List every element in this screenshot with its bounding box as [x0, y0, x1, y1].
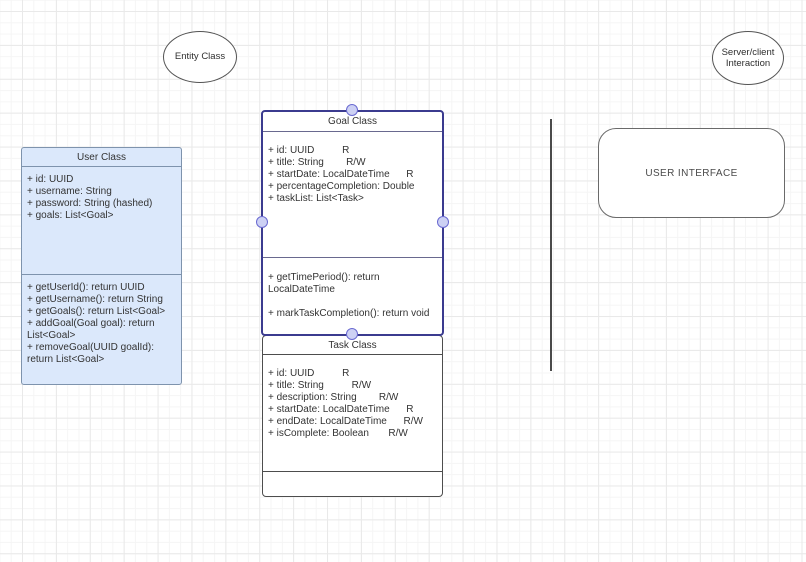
entity-class-ellipse[interactable]: Entity Class	[163, 31, 237, 83]
user-interface-box[interactable]: USER INTERFACE	[598, 128, 785, 218]
user-class-box[interactable]: User Class + id: UUID+ username: String+…	[21, 147, 182, 385]
member-line: + id: UUID R	[268, 368, 350, 379]
task-class-methods	[263, 472, 442, 496]
connection-handle-left[interactable]	[256, 216, 268, 228]
member-line: + id: UUID	[27, 174, 74, 185]
member-line: + isComplete: Boolean R/W	[268, 428, 408, 439]
goal-class-attributes: + id: UUID R+ title: String R/W+ startDa…	[263, 132, 442, 258]
connection-handle-right[interactable]	[437, 216, 449, 228]
member-line: + getTimePeriod(): return LocalDateTime	[268, 272, 383, 295]
task-class-title: Task Class	[263, 336, 442, 355]
entity-class-label: Entity Class	[174, 51, 226, 63]
goal-class-box[interactable]: Goal Class + id: UUID R+ title: String R…	[261, 110, 444, 336]
member-line: + goals: List<Goal>	[27, 210, 114, 221]
task-class-attributes: + id: UUID R+ title: String R/W+ descrip…	[263, 355, 442, 472]
user-interface-label: USER INTERFACE	[645, 167, 738, 179]
member-line: + description: String R/W	[268, 392, 399, 403]
server-client-ellipse[interactable]: Server/client Interaction	[712, 31, 784, 85]
user-class-methods: + getUserId(): return UUID+ getUsername(…	[22, 275, 181, 384]
member-line: + startDate: LocalDateTime R	[268, 169, 414, 180]
member-line	[268, 296, 438, 308]
user-class-title: User Class	[22, 148, 181, 167]
member-line: + addGoal(Goal goal): return List<Goal>	[27, 318, 158, 341]
member-line: + getGoals(): return List<Goal>	[27, 306, 166, 317]
goal-class-title: Goal Class	[263, 112, 442, 132]
member-line: + username: String	[27, 186, 112, 197]
separator-line[interactable]	[550, 119, 552, 371]
goal-class-methods: + getTimePeriod(): return LocalDateTime …	[263, 258, 442, 334]
member-line: + getUsername(): return String	[27, 294, 163, 305]
member-line: + removeGoal(UUID goalId): return List<G…	[27, 342, 157, 365]
member-line: + id: UUID R	[268, 145, 350, 156]
server-client-label: Server/client Interaction	[721, 46, 775, 70]
member-line: + title: String R/W	[268, 157, 366, 168]
member-line: + percentageCompletion: Double	[268, 181, 415, 192]
member-line: + taskList: List<Task>	[268, 193, 364, 204]
connection-handle-top[interactable]	[346, 104, 358, 116]
member-line: + getUserId(): return UUID	[27, 282, 145, 293]
connection-handle-bottom[interactable]	[346, 328, 358, 340]
member-line: + markTaskCompletion(): return void	[268, 308, 430, 319]
member-line: + endDate: LocalDateTime R/W	[268, 416, 423, 427]
member-line: + startDate: LocalDateTime R	[268, 404, 414, 415]
task-class-box[interactable]: Task Class + id: UUID R+ title: String R…	[262, 335, 443, 497]
member-line: + title: String R/W	[268, 380, 372, 391]
user-class-attributes: + id: UUID+ username: String+ password: …	[22, 167, 181, 275]
member-line: + password: String (hashed)	[27, 198, 153, 209]
